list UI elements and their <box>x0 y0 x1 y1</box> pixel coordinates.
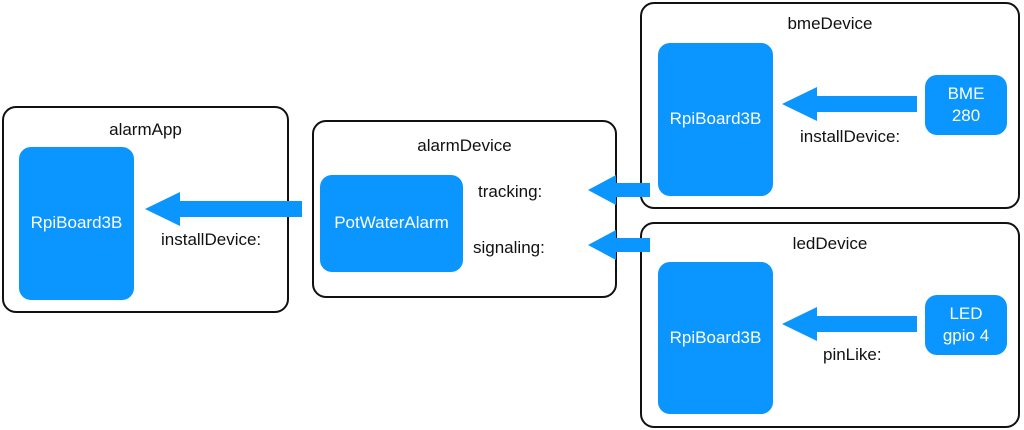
bme-device-title: bmeDevice <box>787 14 873 33</box>
tracking-label: tracking: <box>478 182 543 201</box>
led-board-node: RpiBoard3B <box>658 262 773 414</box>
led-gpio-label: LED <box>949 303 983 323</box>
signaling-label: signaling: <box>473 238 545 257</box>
alarm-app-board-node: RpiBoard3B <box>19 147 134 300</box>
led-board-label: RpiBoard3B <box>669 327 762 347</box>
alarm-app-board-label: RpiBoard3B <box>30 213 123 233</box>
pot-water-alarm-node: PotWaterAlarm <box>320 175 463 272</box>
alarm-app-title: alarmApp <box>109 120 182 139</box>
bme-board-node: RpiBoard3B <box>658 43 773 196</box>
bme-sensor-label: BME <box>947 83 985 103</box>
bme-sensor-node: BME 280 <box>925 75 1007 135</box>
led-device-title: ledDevice <box>792 234 868 253</box>
alarm-device-title: alarmDevice <box>417 136 512 155</box>
bme-sensor-label-2: 280 <box>951 106 981 125</box>
led-gpio-node: LED gpio 4 <box>925 295 1007 355</box>
pin-like-label: pinLike: <box>823 345 882 364</box>
pot-water-alarm-label: PotWaterAlarm <box>334 213 449 233</box>
bme-board-label: RpiBoard3B <box>669 109 762 129</box>
alarm-app-install-label: installDevice: <box>161 230 262 249</box>
bme-install-label: installDevice: <box>800 127 901 146</box>
led-gpio-label-2: gpio 4 <box>942 326 990 345</box>
